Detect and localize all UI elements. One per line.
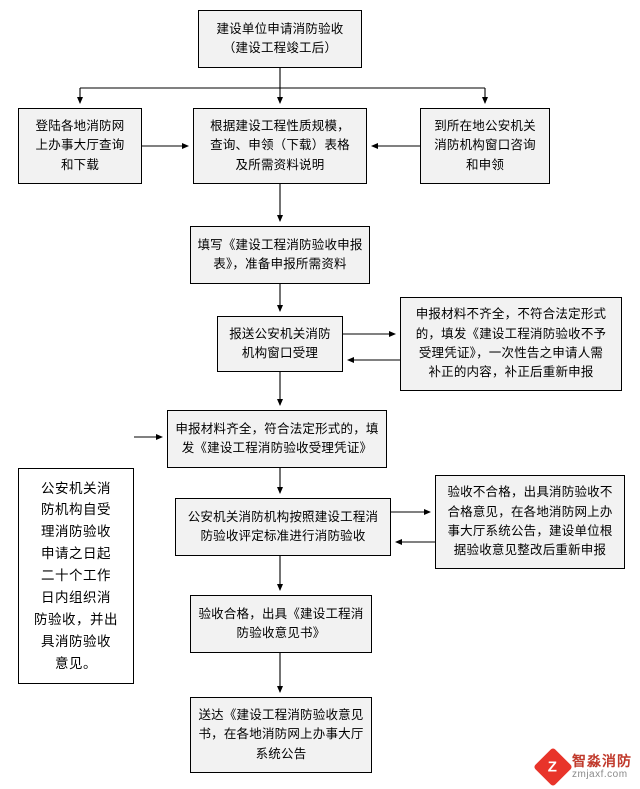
node-text-line: 和下载 (60, 157, 100, 172)
node-text-line: 表》，准备申报所需资料 (213, 257, 347, 271)
node-materials-incomplete-notice: 申报材料不齐全，不符合法定形式的，填发《建设工程消防验收不予受理凭证》，一次性告… (400, 297, 622, 391)
watermark-logo-icon: Z (533, 747, 573, 787)
watermark-badge-letter: Z (548, 758, 558, 776)
node-text-line: 机构窗口受理 (241, 346, 319, 360)
node-text-line: 的，填发《建设工程消防验收不予 (415, 326, 607, 341)
node-text-line: 事大厅系统公告，建设单位根 (447, 524, 613, 538)
node-text-line: 上办事大厅查询 (35, 138, 125, 153)
node-text-line: 验收合格，出具《建设工程消 (198, 606, 364, 621)
node-text-line: 发《建设工程消防验收受理凭证》 (181, 441, 373, 455)
node-text-line: 登陆各地消防网 (35, 118, 125, 133)
node-text-line: 日内组织消 (41, 589, 111, 605)
watermark-title: 智淼消防 (572, 752, 632, 769)
node-text-line: 申报材料不齐全，不符合法定形式 (415, 307, 607, 322)
node-text-line: 防验收意见书》 (236, 626, 326, 640)
watermark-subtitle: zmjaxf.com (572, 769, 628, 781)
node-text-line: 补正的内容，补正后重新申报 (428, 365, 594, 380)
node-text-line: 防机构自受 (41, 502, 111, 518)
node-text-line: 系统公告 (255, 746, 307, 761)
node-unqualified-notice: 验收不合格，出具消防验收不合格意见，在各地消防网上办事大厅系统公告，建设单位根据… (435, 475, 625, 569)
node-query-claim-forms: 根据建设工程性质规模， 查询、申领（下载）表格及所需资料说明 (193, 108, 367, 184)
node-submit-to-window: 报送公安机关消防机构窗口受理 (217, 316, 343, 372)
node-qualified-opinion: 验收合格，出具《建设工程消防验收意见书》 (190, 595, 372, 653)
node-text-line: 查询、申领（下载）表格 (210, 138, 350, 153)
node-text-line: 申请之日起 (41, 546, 111, 562)
watermark-text: 智淼消防 zmjaxf.com (572, 752, 632, 781)
node-text-line: 建设单位申请消防验收 (216, 21, 344, 36)
node-conduct-acceptance-check: 公安机关消防机构按照建设工程消防验收评定标准进行消防验收 (175, 498, 391, 556)
node-text-line: 验收不合格，出具消防验收不 (447, 485, 613, 500)
node-public-security-window: 到所在地公安机关消防机构窗口咨询和申领 (420, 108, 550, 184)
node-text-line: 意见。 (55, 655, 97, 671)
node-text-line: 防验收，并出 (34, 611, 118, 627)
node-text-line: （建设工程竣工后） (222, 41, 338, 55)
node-text-line: 报送公安机关消防 (229, 326, 331, 341)
node-text-line: 及所需资料说明 (235, 157, 325, 172)
node-text-line: 公安机关消 (41, 480, 111, 496)
node-apply-acceptance: 建设单位申请消防验收 （建设工程竣工后） (198, 10, 362, 68)
node-text-line: 书，在各地消防网上办事大厅 (198, 727, 364, 742)
node-deliver-and-announce: 送达《建设工程消防验收意见书，在各地消防网上办事大厅系统公告 (190, 697, 372, 773)
node-fill-declaration-form: 填写《建设工程消防验收申报表》，准备申报所需资料 (190, 226, 370, 284)
node-text-line: 消防机构窗口咨询 (434, 138, 536, 153)
node-text-line: 申报材料齐全，符合法定形式的，填 (175, 421, 379, 436)
watermark: Z 智淼消防 zmjaxf.com (533, 747, 632, 787)
node-text-line: 防验收评定标准进行消防验收 (200, 529, 366, 543)
node-text-line: 受理凭证》，一次性告之申请人需 (418, 346, 604, 360)
node-text-line: 合格意见，在各地消防网上办 (447, 504, 613, 519)
node-text-line: 根据建设工程性质规模， (210, 118, 350, 133)
node-text-line: 据验收意见整改后重新申报 (453, 543, 607, 558)
node-text-line: 送达《建设工程消防验收意见 (198, 707, 364, 722)
node-text-line: 和申领 (465, 157, 505, 172)
node-materials-complete-receipt: 申报材料齐全，符合法定形式的，填发《建设工程消防验收受理凭证》 (167, 410, 387, 468)
node-online-hall-download: 登陆各地消防网上办事大厅查询和下载 (18, 108, 142, 184)
node-text-line: 理消防验收 (41, 524, 111, 540)
node-text-line: 具消防验收 (41, 633, 111, 649)
node-sidebar-time-limit: 公安机关消防机构自受理消防验收申请之日起二十个工作日内组织消防验收，并出具消防验… (18, 468, 134, 684)
node-text-line: 二十个工作 (41, 568, 111, 584)
node-text-line: 填写《建设工程消防验收申报 (197, 237, 363, 252)
node-text-line: 公安机关消防机构按照建设工程消 (187, 509, 379, 524)
node-text-line: 到所在地公安机关 (434, 118, 536, 133)
